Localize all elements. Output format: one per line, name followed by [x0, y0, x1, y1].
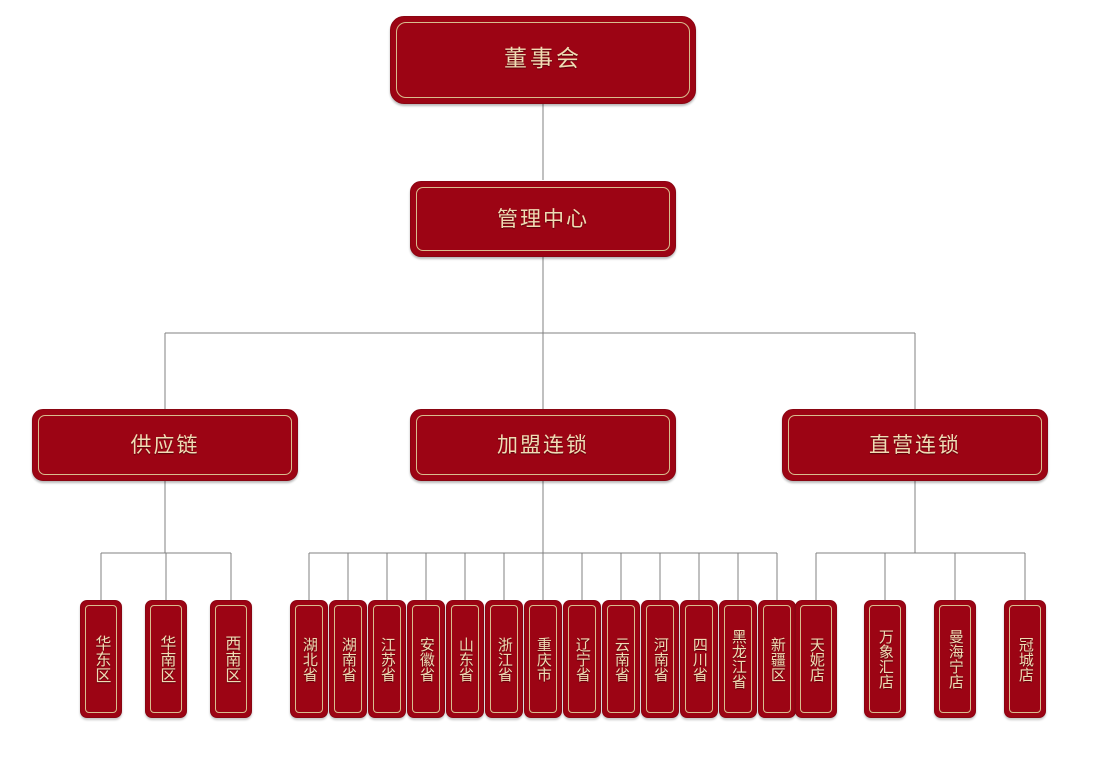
node-management-center[interactable]: 管理中心 [410, 181, 676, 257]
leaf-henan-label: 河南省 [651, 636, 670, 682]
leaf-tianni-store-label: 天妮店 [807, 636, 826, 682]
leaf-southwest-label: 西南区 [222, 635, 242, 683]
leaf-southwest[interactable]: 西南区 [210, 600, 252, 718]
leaf-south-china-label: 华南区 [157, 635, 177, 683]
leaf-wanxianghui-store-label: 万象汇店 [876, 629, 895, 689]
leaf-south-china[interactable]: 华南区 [145, 600, 187, 718]
node-franchise-chain-label: 加盟连锁 [497, 432, 589, 457]
node-management-center-label: 管理中心 [497, 206, 589, 231]
leaf-hubei-label: 湖北省 [300, 636, 319, 682]
leaf-wanxianghui-store[interactable]: 万象汇店 [864, 600, 906, 718]
leaf-manhaining-store[interactable]: 曼海宁店 [934, 600, 976, 718]
node-supply-chain-label: 供应链 [130, 432, 200, 457]
leaf-yunnan[interactable]: 云南省 [602, 600, 640, 718]
node-direct-chain-label: 直营连锁 [869, 432, 961, 457]
node-franchise-chain[interactable]: 加盟连锁 [410, 409, 676, 481]
leaf-chongqing-label: 重庆市 [534, 636, 553, 682]
leaf-tianni-store[interactable]: 天妮店 [795, 600, 837, 718]
leaf-guancheng-store-label: 冠城店 [1016, 636, 1035, 682]
leaf-zhejiang[interactable]: 浙江省 [485, 600, 523, 718]
node-board-label: 董事会 [504, 46, 582, 73]
leaf-sichuan-label: 四川省 [690, 636, 709, 682]
node-direct-chain[interactable]: 直营连锁 [782, 409, 1048, 481]
leaf-east-china-label: 华东区 [92, 635, 112, 683]
leaf-zhejiang-label: 浙江省 [495, 636, 514, 682]
node-supply-chain[interactable]: 供应链 [32, 409, 298, 481]
leaf-chongqing[interactable]: 重庆市 [524, 600, 562, 718]
leaf-xinjiang-label: 新疆区 [768, 636, 787, 682]
leaf-henan[interactable]: 河南省 [641, 600, 679, 718]
leaf-east-china[interactable]: 华东区 [80, 600, 122, 718]
leaf-heilongjiang-label: 黑龙江省 [729, 629, 748, 689]
leaf-hubei[interactable]: 湖北省 [290, 600, 328, 718]
leaf-guancheng-store[interactable]: 冠城店 [1004, 600, 1046, 718]
leaf-liaoning[interactable]: 辽宁省 [563, 600, 601, 718]
leaf-manhaining-store-label: 曼海宁店 [946, 629, 965, 689]
leaf-xinjiang[interactable]: 新疆区 [758, 600, 796, 718]
leaf-sichuan[interactable]: 四川省 [680, 600, 718, 718]
leaf-shandong[interactable]: 山东省 [446, 600, 484, 718]
leaf-shandong-label: 山东省 [456, 636, 475, 682]
leaf-jiangsu[interactable]: 江苏省 [368, 600, 406, 718]
leaf-heilongjiang[interactable]: 黑龙江省 [719, 600, 757, 718]
leaf-jiangsu-label: 江苏省 [378, 636, 397, 682]
leaf-liaoning-label: 辽宁省 [573, 636, 592, 682]
leaf-anhui-label: 安徽省 [417, 636, 436, 682]
leaf-hunan-label: 湖南省 [339, 636, 358, 682]
leaf-anhui[interactable]: 安徽省 [407, 600, 445, 718]
leaf-yunnan-label: 云南省 [612, 636, 631, 682]
leaf-hunan[interactable]: 湖南省 [329, 600, 367, 718]
node-board[interactable]: 董事会 [390, 16, 696, 104]
